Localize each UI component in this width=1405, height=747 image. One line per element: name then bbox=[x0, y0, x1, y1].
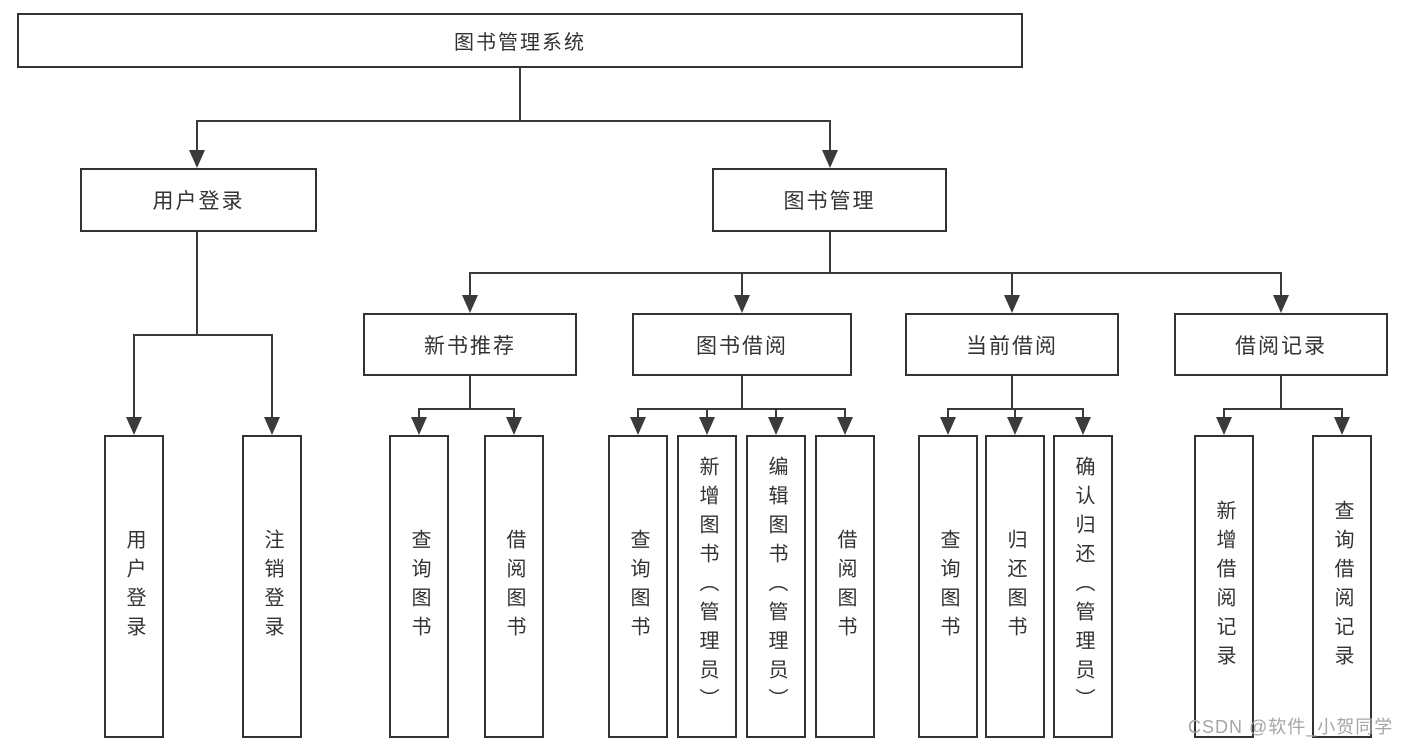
arrow-down-icon bbox=[1334, 417, 1350, 435]
leaf-label: 借阅图书 bbox=[834, 528, 856, 645]
leaf-edit-books-admin: 编辑图书（管理员） bbox=[746, 435, 806, 738]
connector-line bbox=[469, 376, 471, 410]
leaf-label: 查询图书 bbox=[408, 528, 430, 645]
leaf-label: 借阅图书 bbox=[503, 528, 525, 645]
node-label: 图书管理 bbox=[783, 190, 876, 213]
leaf-label: 新增借阅记录 bbox=[1213, 499, 1235, 674]
leaf-label: 归还图书 bbox=[1004, 528, 1026, 645]
leaf-user-login: 用户登录 bbox=[104, 435, 164, 738]
connector-line bbox=[829, 120, 831, 152]
connector-line bbox=[133, 334, 135, 420]
arrow-down-icon bbox=[1075, 417, 1091, 435]
connector-line bbox=[519, 68, 521, 122]
connector-line bbox=[637, 408, 639, 420]
arrow-down-icon bbox=[189, 150, 205, 168]
leaf-query-books-borrowing: 查询图书 bbox=[608, 435, 668, 738]
connector-line bbox=[418, 408, 515, 410]
node-borrow-records: 借阅记录 bbox=[1174, 313, 1388, 376]
arrow-down-icon bbox=[411, 417, 427, 435]
arrow-down-icon bbox=[1273, 295, 1289, 313]
watermark: CSDN @软件_小贺同学 bbox=[1188, 717, 1394, 737]
leaf-label: 查询图书 bbox=[937, 528, 959, 645]
connector-line bbox=[844, 408, 846, 420]
leaf-borrow-books-borrowing: 借阅图书 bbox=[815, 435, 875, 738]
connector-line bbox=[196, 232, 198, 336]
connector-line bbox=[741, 272, 743, 298]
arrow-down-icon bbox=[822, 150, 838, 168]
arrow-down-icon bbox=[126, 417, 142, 435]
leaf-label: 新增图书（管理员） bbox=[696, 456, 718, 717]
connector-line bbox=[1082, 408, 1084, 420]
arrow-down-icon bbox=[1004, 295, 1020, 313]
leaf-logout: 注销登录 bbox=[242, 435, 302, 738]
arrow-down-icon bbox=[1007, 417, 1023, 435]
node-label: 用户登录 bbox=[152, 190, 245, 213]
connector-line bbox=[706, 408, 708, 420]
connector-line bbox=[1223, 408, 1225, 420]
connector-line bbox=[271, 334, 273, 420]
connector-line bbox=[1341, 408, 1343, 420]
node-library-management-system: 图书管理系统 bbox=[17, 13, 1023, 68]
leaf-add-borrow-record: 新增借阅记录 bbox=[1194, 435, 1254, 738]
connector-line bbox=[1223, 408, 1343, 410]
connector-line bbox=[418, 408, 420, 420]
connector-line bbox=[469, 272, 1282, 274]
arrow-down-icon bbox=[837, 417, 853, 435]
connector-line bbox=[1014, 408, 1016, 420]
connector-line bbox=[947, 408, 949, 420]
node-label: 当前借阅 bbox=[966, 334, 1058, 358]
connector-line bbox=[829, 232, 831, 274]
node-label: 图书借阅 bbox=[696, 334, 788, 358]
leaf-borrow-books-recommend: 借阅图书 bbox=[484, 435, 544, 738]
leaf-confirm-return-admin: 确认归还（管理员） bbox=[1053, 435, 1113, 738]
leaf-query-borrow-record: 查询借阅记录 bbox=[1312, 435, 1372, 738]
leaf-query-books-recommend: 查询图书 bbox=[389, 435, 449, 738]
connector-line bbox=[741, 376, 743, 410]
connector-line bbox=[1280, 376, 1282, 410]
arrow-down-icon bbox=[264, 417, 280, 435]
leaf-label: 查询借阅记录 bbox=[1331, 499, 1353, 674]
connector-line bbox=[775, 408, 777, 420]
connector-line bbox=[637, 408, 846, 410]
connector-line bbox=[1280, 272, 1282, 298]
leaf-return-books: 归还图书 bbox=[985, 435, 1045, 738]
leaf-label: 编辑图书（管理员） bbox=[765, 456, 787, 717]
leaf-add-books-admin: 新增图书（管理员） bbox=[677, 435, 737, 738]
leaf-label: 用户登录 bbox=[123, 528, 145, 645]
arrow-down-icon bbox=[768, 417, 784, 435]
connector-line bbox=[469, 272, 471, 298]
node-book-management: 图书管理 bbox=[712, 168, 947, 232]
connector-line bbox=[133, 334, 273, 336]
arrow-down-icon bbox=[506, 417, 522, 435]
node-user-login: 用户登录 bbox=[80, 168, 317, 232]
arrow-down-icon bbox=[940, 417, 956, 435]
node-current-borrowing: 当前借阅 bbox=[905, 313, 1119, 376]
leaf-label: 注销登录 bbox=[261, 528, 283, 645]
node-label: 新书推荐 bbox=[424, 334, 516, 358]
leaf-label: 确认归还（管理员） bbox=[1072, 456, 1094, 717]
connector-line bbox=[196, 120, 831, 122]
leaf-query-books-current: 查询图书 bbox=[918, 435, 978, 738]
node-new-book-recommend: 新书推荐 bbox=[363, 313, 577, 376]
connector-line bbox=[196, 120, 198, 152]
connector-line bbox=[1011, 272, 1013, 298]
arrow-down-icon bbox=[462, 295, 478, 313]
node-book-borrowing: 图书借阅 bbox=[632, 313, 852, 376]
leaf-label: 查询图书 bbox=[627, 528, 649, 645]
connector-line bbox=[1011, 376, 1013, 410]
node-label: 图书管理系统 bbox=[454, 32, 586, 54]
connector-line bbox=[513, 408, 515, 420]
arrow-down-icon bbox=[734, 295, 750, 313]
node-label: 借阅记录 bbox=[1235, 334, 1327, 358]
arrow-down-icon bbox=[699, 417, 715, 435]
arrow-down-icon bbox=[1216, 417, 1232, 435]
arrow-down-icon bbox=[630, 417, 646, 435]
